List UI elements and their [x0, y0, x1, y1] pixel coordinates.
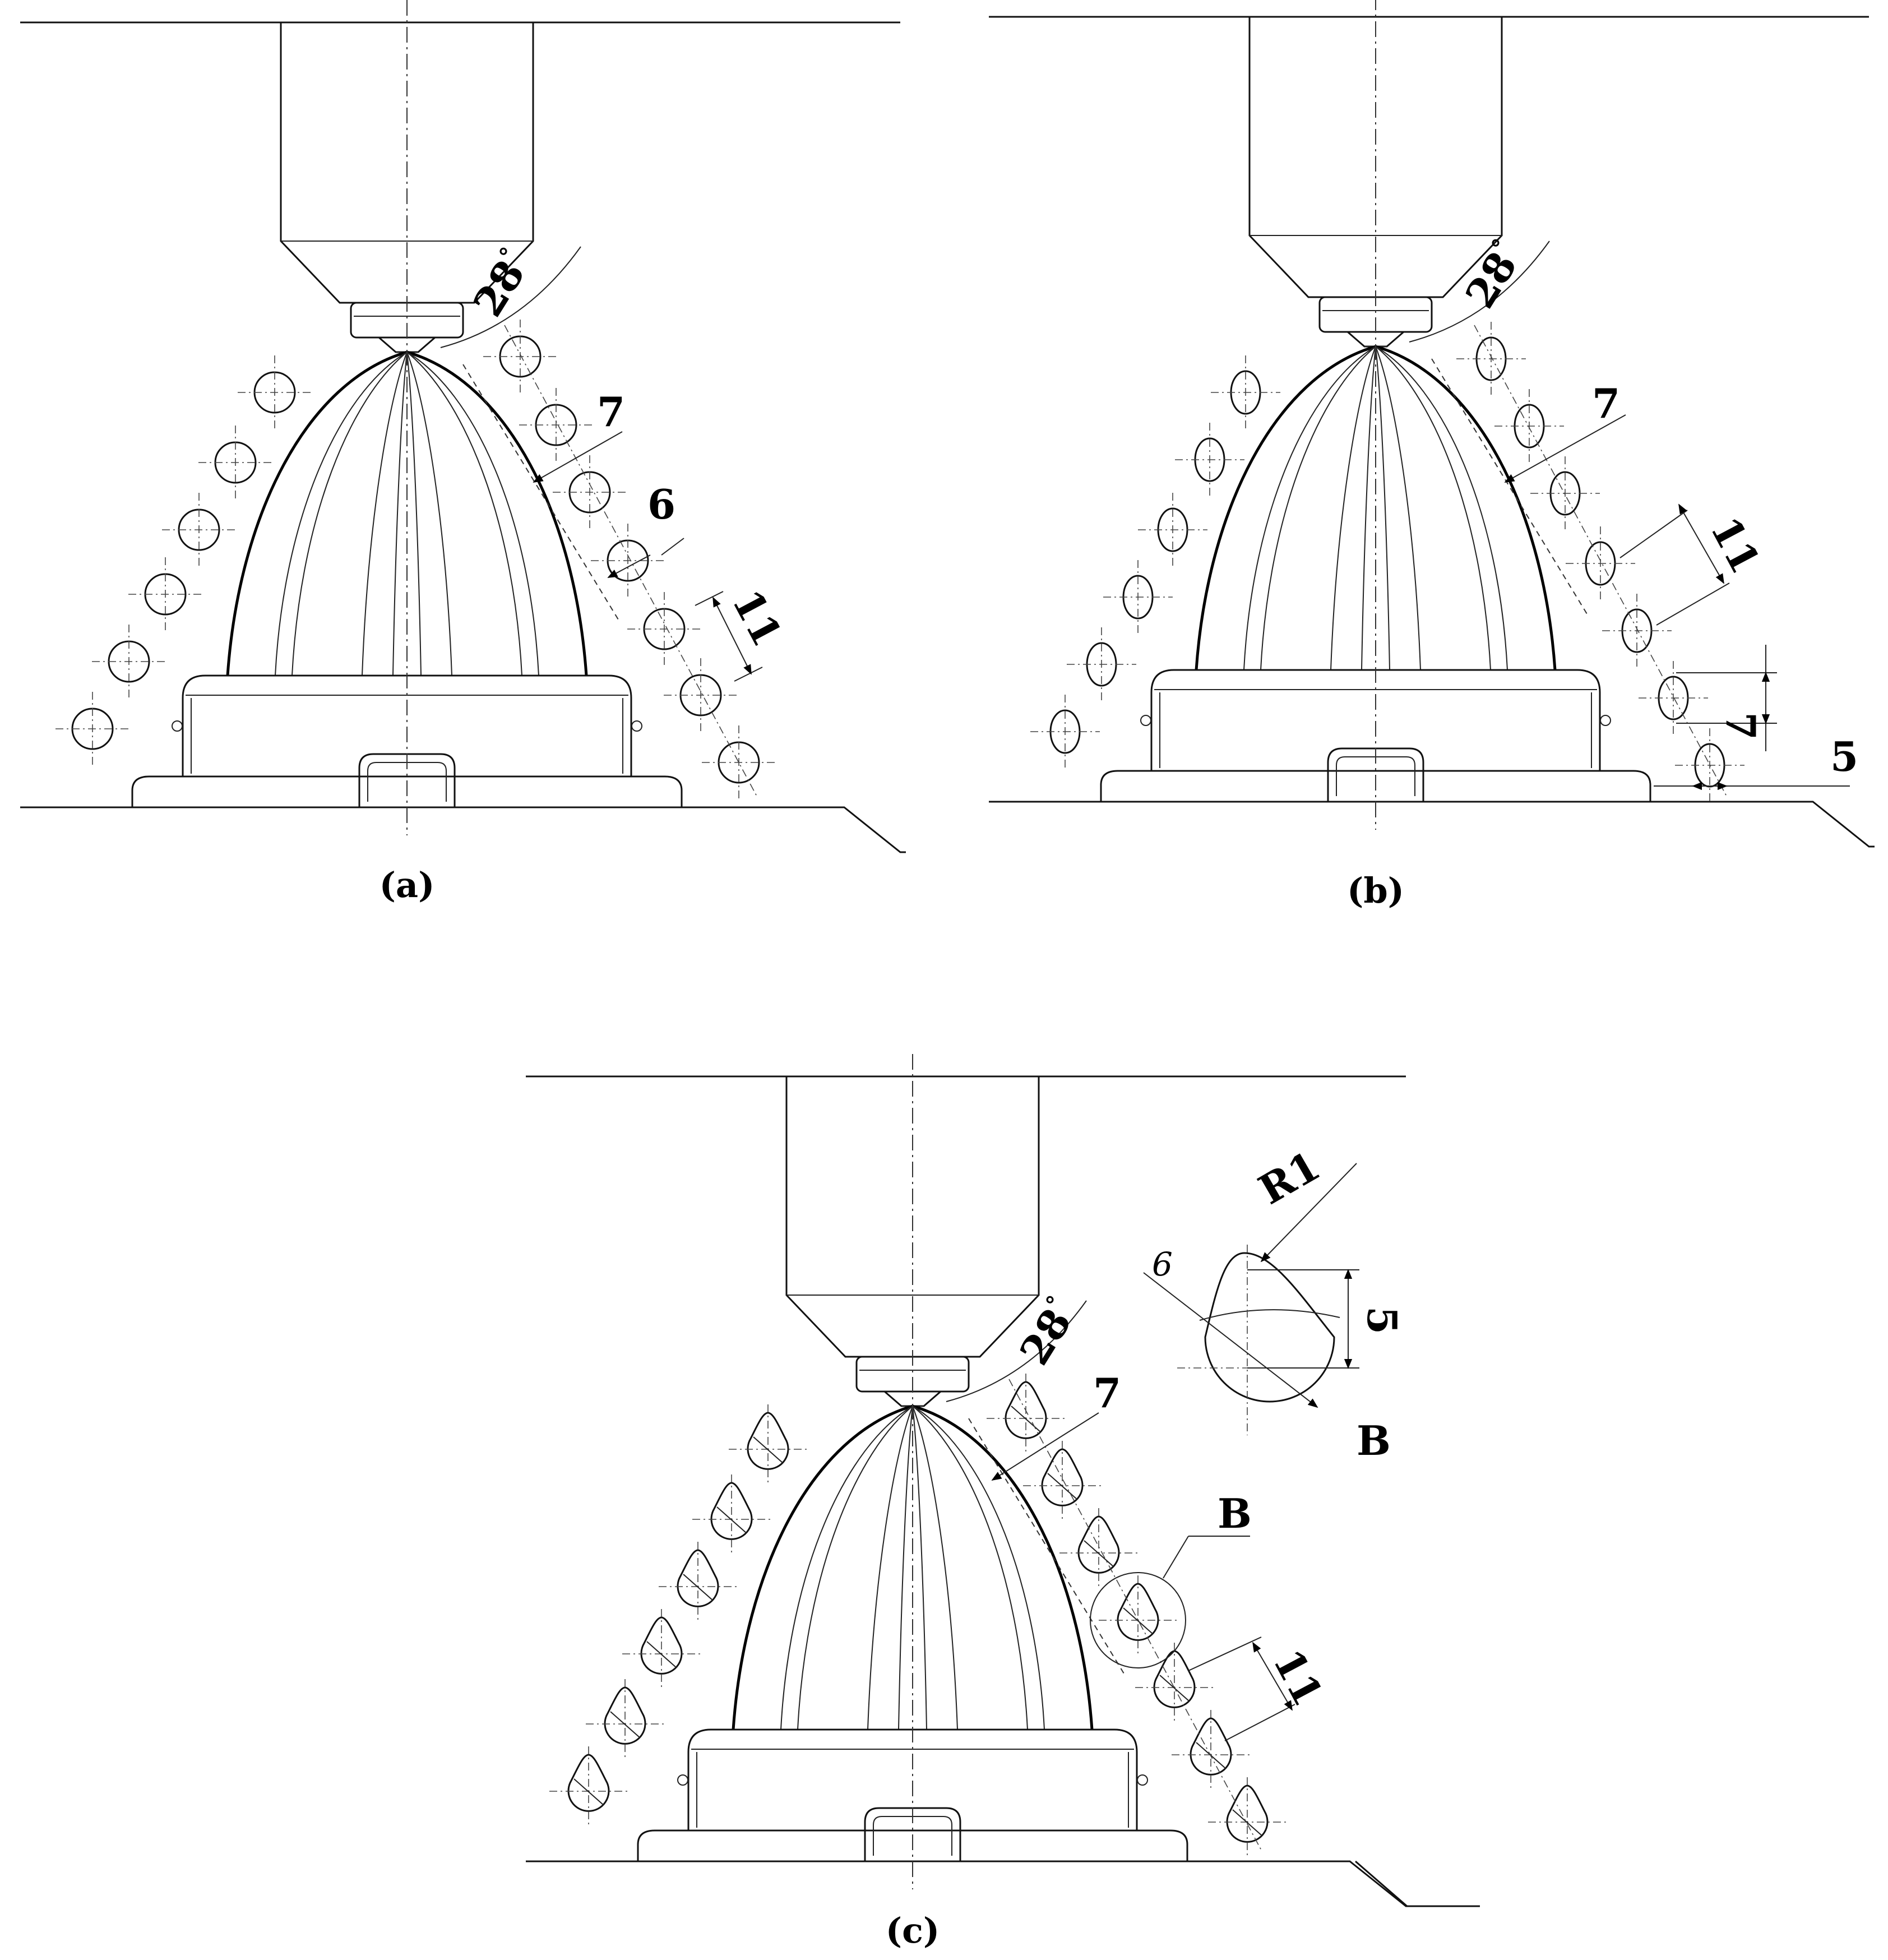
- panel-c-holes-left: [548, 1403, 808, 1826]
- panel-b-hole-height-label: 7: [1717, 712, 1765, 740]
- panel-a-spacing-label: 11: [723, 582, 792, 654]
- panel-c: 28° 7 11 B 6 R1 5 B (c): [526, 1054, 1480, 1951]
- panel-c-gap-label: 7: [1093, 1369, 1121, 1417]
- panel-a-angle-label: 28°: [464, 242, 540, 325]
- panel-b-bottom-label: 5: [1830, 733, 1858, 780]
- panel-a-diameter-label: 6: [647, 480, 675, 528]
- panel-a-caption: (a): [380, 865, 435, 905]
- detail-b-callout-circle: [1090, 1572, 1186, 1668]
- panel-b-spacing-label: 11: [1701, 509, 1770, 581]
- detail-b-radius-label: R1: [1251, 1141, 1328, 1214]
- panel-c-spacing-label: 11: [1264, 1642, 1332, 1713]
- panel-c-angle-label: 28°: [1010, 1291, 1086, 1373]
- panel-b-gap-label: 7: [1592, 380, 1620, 427]
- panel-a-part: [20, 0, 906, 852]
- panel-a-gap-label: 7: [597, 388, 625, 436]
- panel-c-detail-ref-label: B: [1218, 1490, 1252, 1537]
- panel-b-caption: (b): [1347, 870, 1404, 911]
- panel-a-holes-right: [482, 318, 777, 801]
- panel-b-angle-label: 28°: [1456, 234, 1532, 316]
- detail-b-label: B: [1357, 1417, 1391, 1464]
- panel-c-holes-right: [985, 1372, 1288, 1857]
- panel-b-holes-left: [1029, 354, 1281, 770]
- detail-b-height-label: 5: [1358, 1306, 1406, 1334]
- panel-a: 28° 7 6 11 (a): [20, 0, 906, 905]
- panel-b-holes-right: [1455, 321, 1746, 803]
- panel-b: 28° 7 11 7 5 (b): [989, 0, 1875, 911]
- panel-c-caption: (c): [886, 1910, 940, 1951]
- teardrop-outline: [1204, 1252, 1335, 1403]
- detail-b-diameter-label: 6: [1152, 1245, 1173, 1283]
- detail-b-enlarged: 6 R1 5 B: [1143, 1141, 1406, 1464]
